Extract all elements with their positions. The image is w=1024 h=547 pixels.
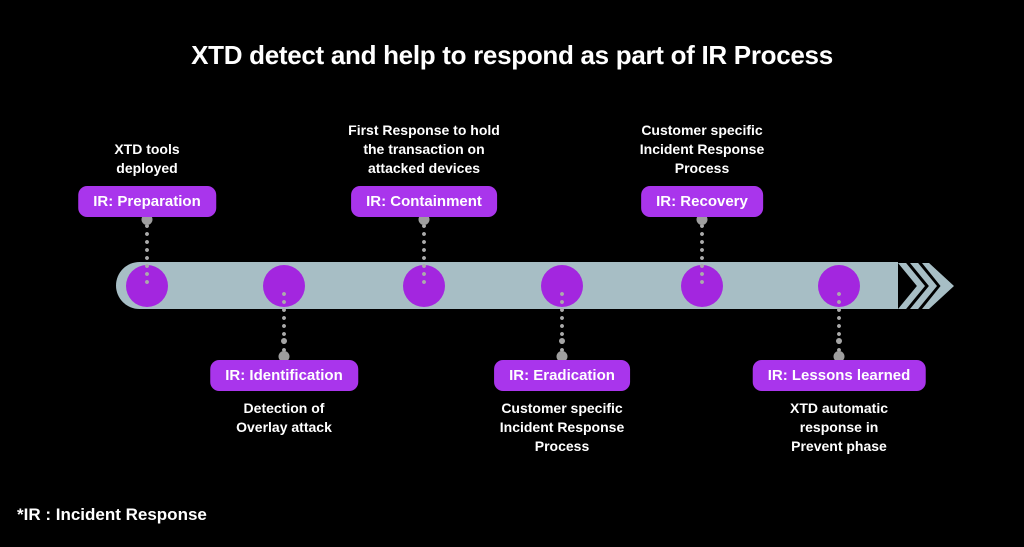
dotted-connector [141, 214, 153, 284]
note-line: Overlay attack [236, 419, 332, 435]
note-line: Customer specific [501, 400, 623, 416]
connector-end-dot [418, 214, 430, 225]
stage-note: First Response to hold the transaction o… [348, 121, 500, 178]
note-line: XTD automatic [789, 400, 889, 416]
dotted-connector [418, 214, 430, 284]
stage-note: Detection of Overlay attack [236, 399, 332, 437]
note-line: First Response to hold [348, 122, 500, 138]
footnote: *IR : Incident Response [17, 505, 207, 524]
dotted-connector [278, 290, 290, 362]
stage-note: XTD automatic response in Prevent phase [790, 399, 888, 456]
stage-badge-lessons-learned: IR: Lessons learned [752, 360, 926, 391]
stage-note: XTD tools deployed [114, 140, 179, 178]
note-line: deployed [116, 160, 178, 176]
note-line: the transaction on [363, 141, 485, 157]
note-line: Process [534, 438, 590, 454]
dotted-connector [833, 290, 845, 362]
note-line: XTD tools [114, 141, 180, 157]
note-line: Process [674, 160, 730, 176]
chevron-arrowhead-icon [922, 263, 954, 309]
stage-badge-preparation: IR: Preparation [78, 186, 216, 217]
diagram-title: XTD detect and help to respond as part o… [191, 40, 833, 70]
stage-badge-containment: IR: Containment [351, 186, 497, 217]
note-line: Customer specific [641, 122, 763, 138]
stage-note: Customer specific Incident Response Proc… [640, 121, 764, 178]
stage-badge-identification: IR: Identification [210, 360, 358, 391]
note-line: Prevent phase [791, 438, 887, 454]
stage-badge-recovery: IR: Recovery [641, 186, 763, 217]
connector-mid-dot [281, 338, 287, 344]
stage-note: Customer specific Incident Response Proc… [500, 399, 624, 456]
note-line: Detection of [243, 400, 325, 416]
note-line: attacked devices [367, 160, 481, 176]
dotted-connector [556, 290, 568, 362]
connector-mid-dot [836, 338, 842, 344]
connector-end-dot [278, 351, 290, 362]
timeline-bar [116, 262, 898, 309]
note-line: response in [799, 419, 879, 435]
timeline-arrow [898, 263, 958, 309]
connector-end-dot [833, 351, 845, 362]
connector-end-dot [696, 214, 708, 225]
connector-mid-dot [559, 338, 565, 344]
note-line: Incident Response [499, 419, 625, 435]
dotted-connector [696, 214, 708, 284]
connector-end-dot [141, 214, 153, 225]
stage-badge-eradication: IR: Eradication [494, 360, 630, 391]
connector-end-dot [556, 351, 568, 362]
note-line: Incident Response [639, 141, 765, 157]
